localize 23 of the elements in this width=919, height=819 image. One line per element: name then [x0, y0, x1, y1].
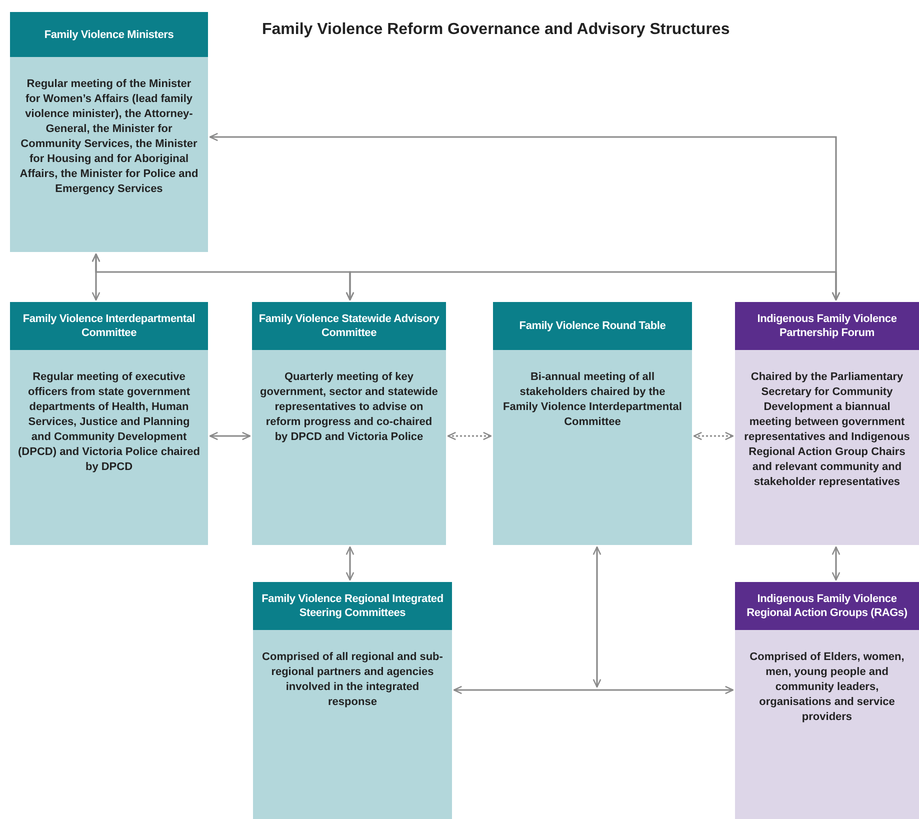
arrow [453, 686, 734, 694]
committee-heading: Family Violence Interdepartmental Committee [10, 302, 208, 350]
committee-description: Quarterly meeting of key government, sector and statewide representatives to advise on reform progress and co-chaired by DPCD and Victoria Police [260, 370, 438, 445]
diagram-title: Family Violence Reform Governance and Advisory Structures [262, 20, 730, 40]
arrow [832, 546, 840, 581]
committee-description: Regular meeting of executive officers from state government departments of Health, Human Services, Justice and Planning and Community Development (DPCD) and Victoria Police chaired by DPCD [18, 370, 200, 475]
committee-description: Chaired by the Parliamentary Secretary for Community Development a biannual meeting between government representatives and Indigenous Regional Action Group Chairs and relevant community and stakeholder representatives [743, 370, 911, 490]
arrow [209, 432, 251, 440]
committee-description: Comprised of Elders, women, men, young people and community leaders, organisations and service providers [748, 650, 906, 725]
committee-heading: Family Violence Statewide Advisory Committee [252, 302, 446, 350]
committee-description: Comprised of all regional and sub-regional partners and agencies involved in the integrated response [261, 650, 444, 710]
committee-heading: Family Violence Round Table [493, 302, 692, 350]
arrow [346, 546, 354, 581]
committee-heading: Indigenous Family Violence Partnership Forum [735, 302, 919, 350]
arrow [92, 253, 354, 301]
committee-heading: Family Violence Ministers [10, 12, 208, 57]
arrow [447, 432, 492, 440]
arrow [592, 546, 602, 688]
committee-description: Bi-annual meeting of all stakeholders chaired by the Family Violence Interdepartmental Committee [502, 370, 683, 430]
committee-heading: Family Violence Regional Integrated Steering Committees [253, 582, 452, 630]
arrow [693, 432, 734, 440]
committee-description: Regular meeting of the Minister for Women’s Affairs (lead family violence minister), the Attorney-General, the Minister for Community Services, the Minister for Housing and for Aboriginal Affairs, the Minister for Police and Emergency Services [18, 77, 200, 197]
committee-heading: Indigenous Family Violence Regional Action Groups (RAGs) [735, 582, 919, 630]
